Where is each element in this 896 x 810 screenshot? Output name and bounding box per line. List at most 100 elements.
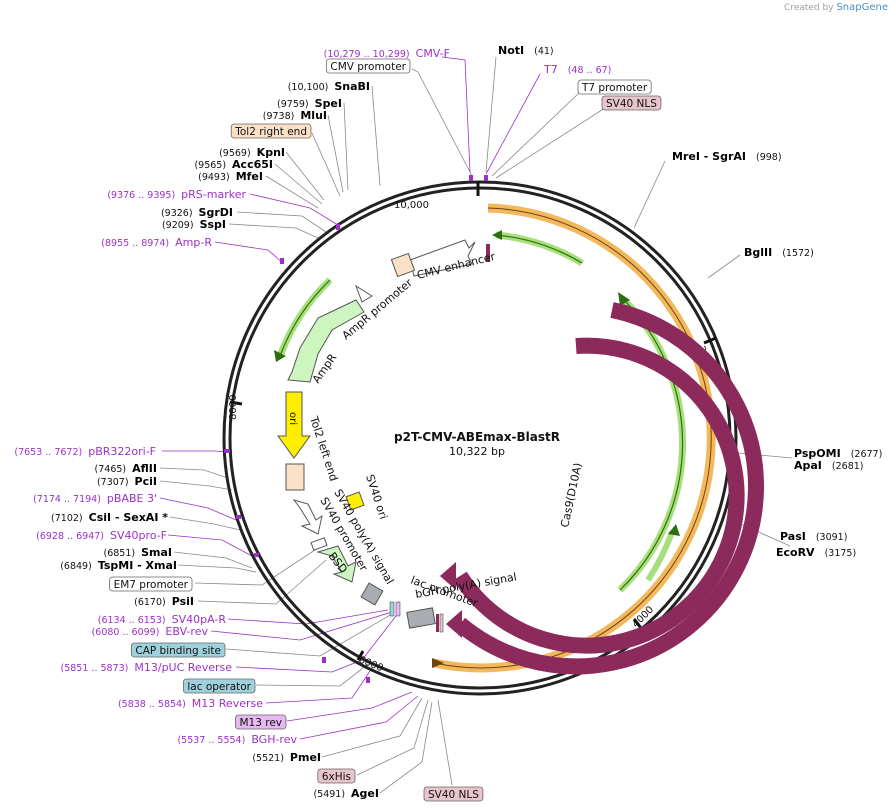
m13-rev-block: [395, 601, 401, 617]
leader-line: [633, 160, 666, 229]
m13-puc-reverse-primer-label[interactable]: (5851 .. 5873)M13/pUC Reverse: [61, 661, 233, 674]
noti-site-label[interactable]: (41)NotI: [498, 44, 554, 57]
green-feature-arrowhead: [492, 230, 502, 240]
aflii-position: (7465): [95, 464, 127, 475]
bglii-site-label[interactable]: (1572)BglII: [744, 246, 814, 259]
spei-position: (9759): [277, 99, 309, 110]
green-feature-arc: [495, 231, 584, 267]
pasi-site-label[interactable]: (3091)PasI: [780, 530, 847, 543]
ori-label: ori: [287, 412, 298, 425]
pbabe-3-position: (7174 .. 7194): [33, 494, 101, 505]
bgh-rev-primer-label[interactable]: (5537 .. 5554)BGH-rev: [177, 733, 297, 746]
mlui-site-label[interactable]: (9738)MluI: [263, 109, 327, 122]
pbabe-3-primer-label[interactable]: (7174 .. 7194) pBABE 3': [33, 492, 157, 505]
leader-line: [485, 73, 541, 175]
leader-line: [485, 56, 497, 173]
cap-binding-site-box[interactable]: [130, 642, 226, 658]
m13-rev-box[interactable]: [235, 714, 287, 730]
mlui-name: MluI: [300, 109, 327, 122]
sv40pro-f-primer-label[interactable]: (6928 .. 6947)SV40pro-F: [36, 529, 167, 542]
csii-sexai-site-label[interactable]: (7102)CsiI - SexAI *: [51, 511, 168, 524]
leader-line: [162, 450, 228, 453]
pspomi-site-label[interactable]: (2677)PspOMI: [794, 447, 882, 460]
green-feature-line: [279, 279, 331, 357]
apai-site-label[interactable]: (2681)ApaI: [794, 459, 864, 472]
sspi-name: SspI: [200, 218, 226, 231]
mrei-sgrai-site-label[interactable]: (998)MreI - SgrAI: [672, 150, 782, 163]
agei-site-label[interactable]: (5491)AgeI: [313, 787, 379, 800]
leader-lines: [159, 56, 793, 794]
tol2-right-end-box[interactable]: [230, 123, 312, 139]
leader-line: [379, 701, 433, 794]
m13-puc-reverse-name: M13/pUC Reverse: [134, 661, 232, 674]
m13-reverse-name: M13 Reverse: [192, 697, 263, 710]
snabi-position: (10,100): [288, 82, 329, 93]
sgrdi-position: (9326): [161, 208, 193, 219]
bgh-rev-position: (5537 .. 5554): [177, 735, 245, 746]
leader-line: [177, 564, 257, 573]
sv40-nls-label: SV40 NLS: [428, 789, 479, 801]
amp-r-primer-label[interactable]: (8955 .. 8974)Amp-R: [101, 236, 212, 249]
sv40pa-r-primer-label[interactable]: (6134 .. 6153)SV40pA-R: [98, 613, 227, 626]
green-feature-arrowhead: [274, 350, 286, 362]
sv40-nls-label: SV40 NLS: [606, 98, 657, 110]
ebv-rev-primer-label[interactable]: (6080 .. 6099)EBV-rev: [92, 625, 209, 638]
sv40-nls-box[interactable]: [601, 95, 662, 111]
ebv-rev-position: (6080 .. 6099): [92, 627, 160, 638]
aflii-site-label[interactable]: (7465)AflII: [95, 462, 157, 475]
psii-site-label[interactable]: (6170)PsiI: [134, 595, 194, 608]
green-feature-line: [619, 299, 684, 591]
t7-name: T7: [543, 63, 558, 76]
spei-site-label[interactable]: (9759)SpeI: [277, 97, 342, 110]
pbr322ori-f-primer-label[interactable]: (7653 .. 7672)pBR322ori-F: [14, 445, 156, 458]
prs-marker-primer-label[interactable]: (9376 .. 9395)pRS-marker: [107, 188, 246, 201]
6xhis-box[interactable]: [317, 768, 356, 784]
t7-promoter-box[interactable]: [577, 79, 652, 95]
cas9-d10a-arc: [453, 337, 745, 654]
sspi-site-label[interactable]: (9209)SspI: [162, 218, 226, 231]
leader-line: [707, 254, 741, 279]
pcii-site-label[interactable]: (7307)PciI: [97, 475, 157, 488]
leader-line: [167, 534, 253, 557]
mfei-site-label[interactable]: (9493)MfeI: [198, 170, 263, 183]
leader-line: [299, 695, 419, 740]
cmv-promoter-label: CMV promoter: [330, 61, 406, 73]
acc65i-position: (9565): [194, 160, 226, 171]
tick-label-10000: 10,000: [394, 200, 429, 211]
sv40pro-f-position: (6928 .. 6947): [36, 531, 104, 542]
cap-binding-site-label: CAP binding site: [135, 645, 221, 657]
psii-position: (6170): [134, 597, 166, 608]
t7-primer-label[interactable]: (48 .. 67)T7: [543, 63, 611, 76]
sv40-nls-box[interactable]: [423, 786, 484, 802]
amp-r-position: (8955 .. 8974): [101, 238, 169, 249]
kpni-name: KpnI: [257, 146, 285, 159]
tspmi-xmai-site-label[interactable]: (6849)TspMI - XmaI: [60, 559, 177, 572]
tspmi-xmai-position: (6849): [60, 561, 92, 572]
tick-marks: [229, 181, 717, 661]
ampr-arrow: [287, 299, 365, 383]
lac-operator-box[interactable]: [182, 678, 256, 694]
pmei-site-label[interactable]: (5521)PmeI: [252, 751, 321, 764]
cmv-promoter-box[interactable]: [325, 58, 411, 74]
6xhis-block: [439, 613, 444, 633]
smai-site-label[interactable]: (6851)SmaI: [104, 546, 173, 559]
leader-line: [194, 547, 319, 586]
snabi-site-label[interactable]: (10,100)SnaBI: [288, 80, 370, 93]
sgrdi-site-label[interactable]: (9326)SgrDI: [161, 206, 233, 219]
orange-feature-arrowhead: [432, 658, 444, 668]
apai-name: ApaI: [794, 459, 822, 472]
leader-line: [371, 85, 381, 187]
ampr-promoter-arrow: [355, 284, 373, 303]
site-markers: [224, 175, 488, 683]
cmv-f-primer-label[interactable]: (10,279 .. 10,299)CMV-F: [324, 47, 450, 60]
kpni-site-label[interactable]: (9569)KpnI: [219, 146, 285, 159]
acc65i-site-label[interactable]: (9565)Acc65I: [194, 158, 273, 171]
pbabe-3-name: pBABE 3': [107, 492, 157, 505]
mfei-name: MfeI: [236, 170, 263, 183]
leader-line: [197, 559, 327, 605]
smai-position: (6851): [104, 548, 136, 559]
agei-name: AgeI: [351, 787, 379, 800]
em7-promoter-box[interactable]: [109, 576, 193, 592]
ecorv-site-label[interactable]: (3175)EcoRV: [776, 546, 856, 559]
m13-reverse-primer-label[interactable]: (5838 .. 5854)M13 Reverse: [118, 697, 263, 710]
